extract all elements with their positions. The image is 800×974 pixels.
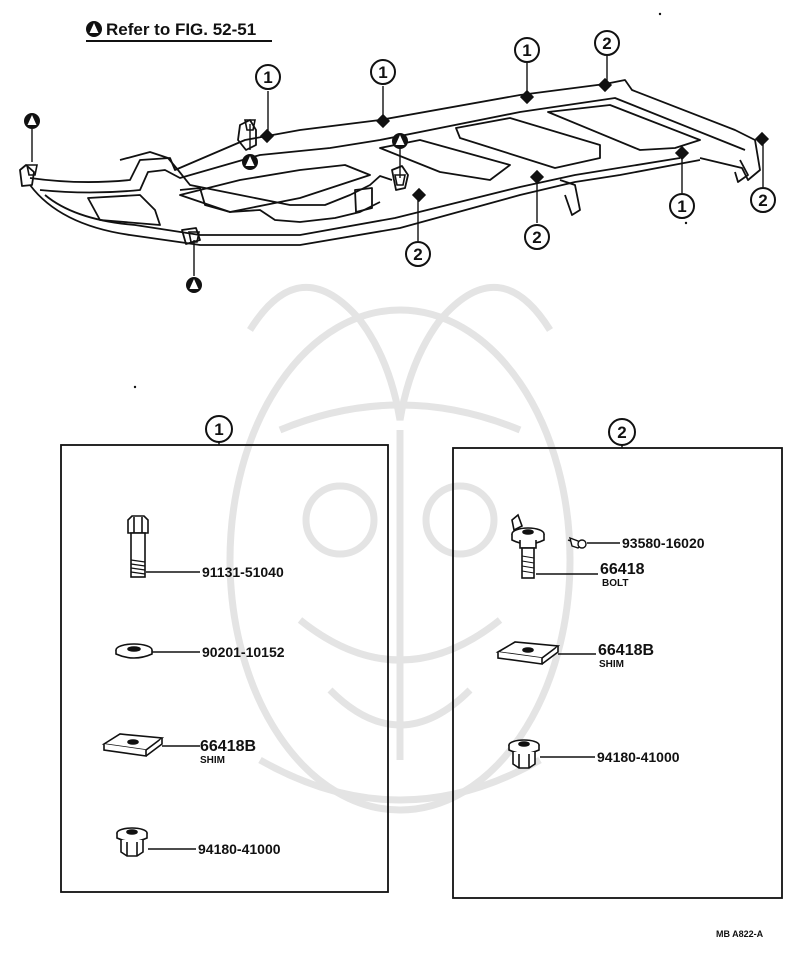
part-name: SHIM xyxy=(200,755,225,766)
speck xyxy=(133,385,137,389)
callout-2 xyxy=(750,187,776,213)
callout-1-text: 1 xyxy=(677,197,686,216)
mount-point xyxy=(674,145,690,161)
speck xyxy=(684,221,688,225)
callout-2-text: 2 xyxy=(602,34,611,53)
mount-point xyxy=(754,131,770,147)
callout-2-text: 2 xyxy=(532,228,541,247)
part-no: 94180-41000 xyxy=(198,841,281,857)
part-no: 91131-51040 xyxy=(202,564,284,580)
mount-point xyxy=(259,128,275,144)
shim-icon xyxy=(101,733,165,757)
callouts-one: 1 1 1 1 xyxy=(255,37,695,219)
watermark-emblem xyxy=(226,283,574,814)
callout-2 xyxy=(405,241,431,267)
part-no: 93580-16020 xyxy=(622,535,705,551)
group-1-callout-text: 1 xyxy=(214,420,223,439)
part-no: 90201-10152 xyxy=(202,644,285,660)
mount-point xyxy=(597,77,613,93)
mount-point xyxy=(519,89,535,105)
mount-point xyxy=(411,187,427,203)
leader-lines xyxy=(31,56,764,276)
fig-reference-text: Refer to FIG. 52-51 xyxy=(106,20,256,39)
callout-1 xyxy=(514,37,540,63)
mount-point xyxy=(529,169,545,185)
callout-1-text: 1 xyxy=(378,63,387,82)
screw-icon xyxy=(567,536,587,549)
callout-1-text: 1 xyxy=(263,68,272,87)
triangle-ref-icon xyxy=(24,113,40,129)
part-name: SHIM xyxy=(599,659,624,670)
figure-code: MB A822-A xyxy=(716,929,764,939)
group-2-box xyxy=(452,447,783,899)
callouts-two: 2 2 2 2 xyxy=(405,30,776,267)
fig-reference: Refer to FIG. 52-51 xyxy=(86,20,272,42)
fastener-stubs xyxy=(26,119,406,243)
triangle-refs xyxy=(24,113,408,293)
nut-icon xyxy=(508,739,540,769)
callout-2-text: 2 xyxy=(758,191,767,210)
group-2-panel: 2 93580-16020 66418 BOLT xyxy=(452,418,783,899)
mount-points xyxy=(259,77,770,203)
part-no: 66418B xyxy=(200,738,256,755)
callout-1 xyxy=(669,193,695,219)
triangle-icon xyxy=(89,23,99,33)
bolt-icon xyxy=(127,515,149,578)
triangle-ref-icon xyxy=(392,133,408,149)
callout-2 xyxy=(594,30,620,56)
nut-icon xyxy=(116,827,148,857)
part-no: 66418B xyxy=(598,642,654,659)
group-1-panel: 1 91131-51040 90201-10152 66418 xyxy=(60,415,389,893)
group-2-callout-text: 2 xyxy=(617,423,626,442)
part-name: BOLT xyxy=(602,578,628,589)
mount-point xyxy=(375,113,391,129)
shim-icon xyxy=(495,641,561,665)
callout-1-text: 1 xyxy=(522,41,531,60)
part-no: 66418 xyxy=(600,561,645,578)
speck xyxy=(658,12,662,16)
frame-drawing xyxy=(19,79,761,246)
triangle-ref-icon xyxy=(186,277,202,293)
callout-1 xyxy=(370,59,396,85)
triangle-ref-icon xyxy=(242,154,258,170)
group-1-box xyxy=(60,444,389,893)
washer-icon xyxy=(115,643,153,659)
flange-bolt-icon xyxy=(511,513,545,579)
callout-2-text: 2 xyxy=(413,245,422,264)
part-no: 94180-41000 xyxy=(597,749,680,765)
callout-2 xyxy=(524,224,550,250)
callout-1 xyxy=(255,64,281,90)
